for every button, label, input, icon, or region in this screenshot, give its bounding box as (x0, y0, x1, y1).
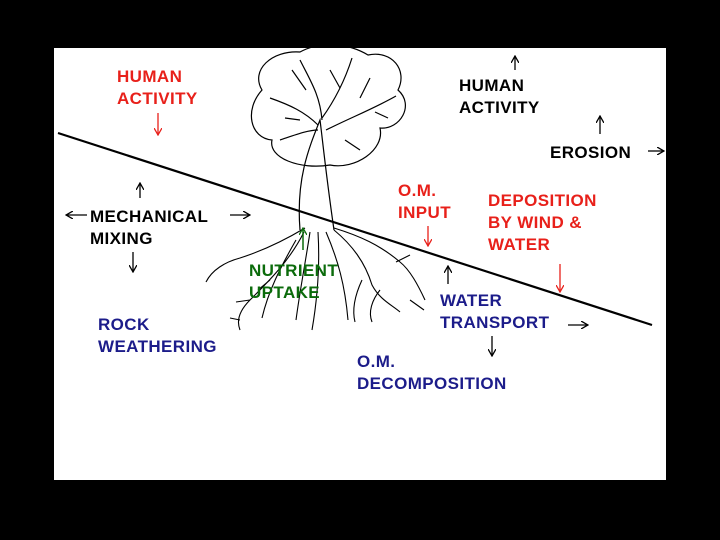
label-om-decomposition: O.M.DECOMPOSITION (357, 351, 507, 395)
label-om-input: O.M.INPUT (398, 180, 451, 224)
label-erosion: EROSION (550, 142, 631, 164)
